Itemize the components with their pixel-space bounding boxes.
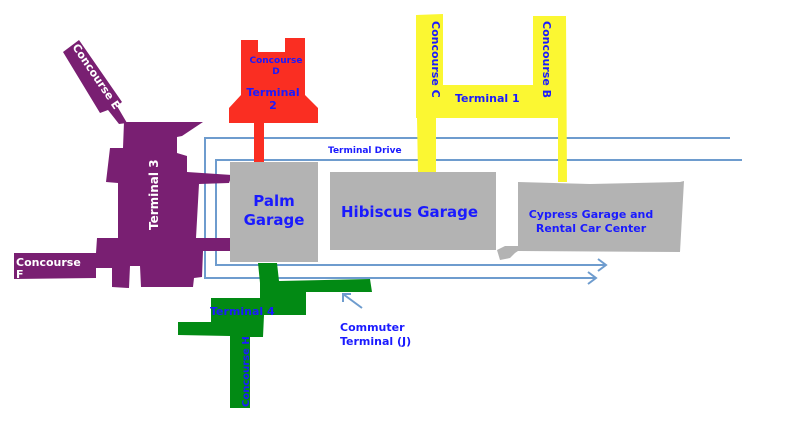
cypress-garage-label-line1: Cypress Garage and — [529, 208, 654, 221]
arrow-head-inner — [597, 258, 608, 272]
terminal-2-connector — [254, 120, 264, 162]
terminal-4-label: Terminal 4 — [210, 305, 275, 318]
terminal-drive-label: Terminal Drive — [328, 146, 402, 156]
cypress-garage — [497, 181, 684, 260]
concourse-c-bar — [416, 14, 443, 173]
commuter-terminal-arrow-icon — [342, 293, 363, 309]
inner-road — [215, 159, 742, 266]
palm-garage-label-line1: Palm — [253, 192, 294, 210]
terminal-1-bar — [443, 85, 535, 118]
cypress-garage-label-line2: Rental Car Center — [536, 222, 647, 235]
hibiscus-garage — [330, 172, 496, 250]
concourse-f-label-line1: Concourse — [16, 256, 81, 269]
concourse-c-label: Concourse C — [429, 21, 442, 98]
concourse-f-label-line2: F — [16, 268, 24, 281]
terminal-3-label: Terminal 3 — [147, 159, 161, 230]
terminal-2-label-line1: Terminal — [246, 86, 299, 99]
commuter-terminal-label-line1: Commuter — [340, 321, 405, 334]
terminal-2-building — [229, 38, 318, 123]
terminal-3-building — [14, 122, 236, 288]
concourse-e-bar — [63, 40, 127, 124]
concourse-b-bar — [533, 16, 567, 182]
concourse-d-label-line1: Concourse — [249, 56, 302, 66]
arrow-head-outer — [587, 271, 598, 285]
terminal-drive-roads — [204, 137, 742, 285]
terminal-3 — [14, 40, 236, 288]
terminal-1-label: Terminal 1 — [455, 92, 520, 105]
terminal-4 — [178, 263, 372, 408]
terminal-1 — [416, 14, 567, 182]
commuter-terminal-label-line2: Terminal (J) — [340, 335, 411, 348]
outer-road — [204, 137, 730, 279]
concourse-b-label: Concourse B — [540, 21, 553, 98]
terminal-2 — [229, 38, 318, 162]
palm-garage — [230, 162, 318, 262]
palm-garage-label-line2: Garage — [244, 211, 305, 229]
concourse-h-label: Concourse H — [241, 336, 252, 407]
terminal-2-label-line2: 2 — [269, 99, 277, 112]
concourse-d-label-line2: D — [272, 67, 279, 77]
hibiscus-garage-label: Hibiscus Garage — [341, 203, 478, 221]
